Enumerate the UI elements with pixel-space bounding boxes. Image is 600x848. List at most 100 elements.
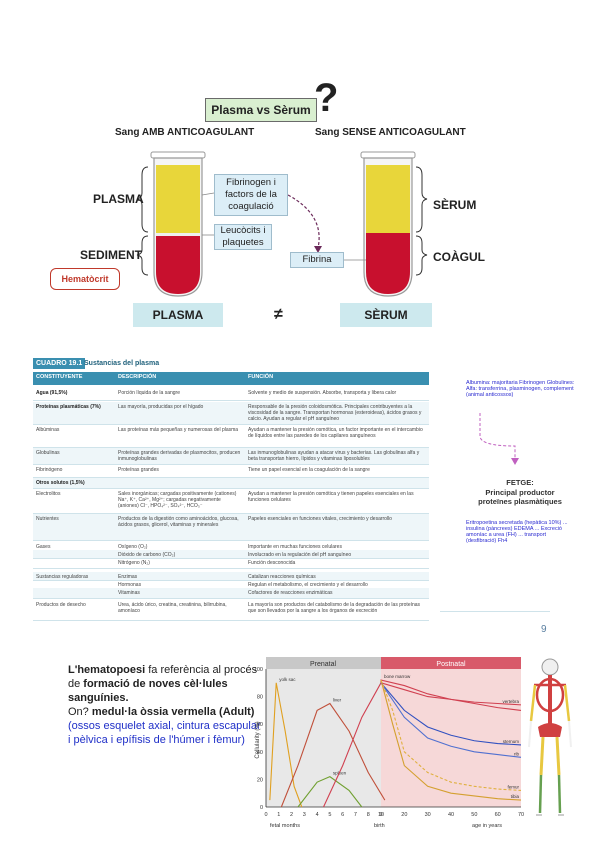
skeleton-illustration (528, 658, 572, 816)
table-row-fill (33, 550, 429, 558)
table-row-fill (33, 448, 429, 464)
table-cell-c3: Cofactores de reacciones enzimáticas (248, 590, 333, 596)
right-tube (360, 151, 416, 297)
x-tick-label: 6 (341, 812, 344, 818)
left-forearm (528, 720, 532, 748)
table-cell-c3: Tiene un papel esencial en la coagulació… (248, 467, 370, 473)
table-header-col2: DESCRIPCIÓN (118, 374, 157, 380)
series-label-sternum: sternum (503, 739, 520, 744)
conversion-arrow (287, 194, 320, 249)
table-title: Sustancias del plasma (84, 360, 160, 367)
table-header-col3: FUNCIÓN (248, 374, 274, 380)
table-cell-c3: Ayudan a mantener la presión osmótica, u… (248, 427, 423, 439)
table-row-divider (33, 580, 429, 581)
label-plasma: PLASMA (93, 192, 144, 206)
postnatal-header (381, 657, 521, 669)
table-row-divider (33, 488, 429, 489)
table-row-divider (33, 447, 429, 448)
table-cell-c2: Proteínas grandes (118, 467, 159, 473)
series-line-femur (380, 679, 522, 791)
x-label-mid: birth (374, 823, 385, 829)
fetge-label: FETGE: (506, 478, 534, 487)
x-tick-label: 4 (316, 812, 319, 818)
table-cell-c2: Oxígeno (O₂) (118, 544, 148, 550)
bottom-serum-box: SÈRUM (340, 303, 432, 327)
callout-fibrina: Fibrina (290, 252, 344, 268)
table-cell-c2: Nitrógeno (N₂) (118, 560, 150, 566)
table-row-fill (33, 514, 429, 540)
bottom-plasma-box: PLASMA (133, 303, 223, 327)
side-divider (440, 611, 550, 612)
table-cell-c2: Productos de la digestión como aminoácid… (118, 516, 239, 528)
series-label-liver: liver (333, 698, 342, 703)
x-tick-label: 10 (378, 812, 384, 818)
hematopoesi-definition: formació de noves cèl·lules sanguínies. (68, 678, 228, 704)
table-row-divider (33, 477, 429, 478)
y-tick-label: 20 (257, 777, 263, 783)
label-sediment: SEDIMENT (80, 248, 143, 262)
table-header-col1: CONSTITUYENTE (36, 374, 83, 380)
left-sediment-brace (136, 235, 149, 276)
left-tube (150, 151, 206, 297)
table-row-fill (33, 402, 429, 424)
hematopoesi-text: fa referència al procés de (68, 664, 258, 690)
x-label-right: age in years (472, 823, 502, 829)
table-cell-c3: Ayudan a mantener la presión osmótica y … (248, 491, 414, 503)
x-tick-label: 60 (495, 812, 501, 818)
series-line-sternum (380, 682, 522, 746)
label-serum: SÈRUM (433, 198, 477, 212)
x-tick-label: 70 (518, 812, 524, 818)
skull-icon (541, 658, 559, 676)
prenatal-header (266, 657, 381, 669)
table-cell-c2: Las proteínas más pequeñas y numerosas d… (118, 427, 239, 433)
question-mark-icon: ? (314, 76, 339, 120)
table-cell-c2: Vitaminas (118, 590, 140, 596)
table-cell-c3: La mayoría son productos del catabolismo… (248, 602, 421, 614)
left-tibia (538, 774, 543, 814)
y-tick-label: 100 (254, 667, 263, 673)
table-cell-c2: Dióxido de carbono (CO₂) (118, 552, 176, 558)
ribcage-shape (535, 677, 565, 713)
table-cell-c1: Proteínas plasmáticas (7%) (36, 404, 101, 410)
table-cell-c3: Involucrado en la regulación del pH sang… (248, 552, 352, 558)
side-arrow (479, 413, 519, 465)
table-cell-c2: Hormonas (118, 582, 142, 588)
right-clot-layer (366, 233, 410, 294)
table-row-fill (33, 478, 429, 488)
table-cell-c1: Fibrinógeno (36, 467, 63, 473)
table-cell-c2: Las mayoría, producidas por el hígado (118, 404, 204, 410)
pelvis-shape (538, 723, 562, 737)
table-cell-c3: Importante en muchas funciones celulares (248, 544, 342, 550)
side-note-2: Eritropoetina secretada (hepàtica 10%) .… (466, 520, 568, 544)
left-header: Sang AMB ANTICOAGULANT (115, 127, 255, 138)
hematopoesi-paragraph: L'hematopoesi fa referència al procés de… (68, 663, 264, 747)
callout-fibrinogen: Fibrinogen i factors de la coagulació (214, 174, 288, 216)
where-answer: medul·la òssia vermella (Adult) (91, 706, 255, 718)
table-cell-c1: Gases (36, 544, 51, 550)
left-plasma-brace (136, 166, 149, 233)
table-cell-c1: Albúminas (36, 427, 60, 433)
series-label-vertebra: vertebra (502, 699, 519, 704)
x-tick-label: 7 (354, 812, 357, 818)
table-cell-c3: Función desconocida (248, 560, 296, 566)
table-cell-c2: Urea, ácido úrico, creatina, creatinina,… (118, 602, 227, 614)
x-tick-label: 50 (471, 812, 477, 818)
not-equal-sign: ≠ (274, 306, 283, 323)
table-cell-c3: Responsable de la presión coloidosmótica… (248, 404, 422, 422)
table-row-divider (33, 568, 429, 569)
table-row-fill (33, 572, 429, 580)
down-arrow-icon (511, 458, 519, 465)
table-row-divider (33, 424, 429, 425)
right-femur (555, 736, 561, 776)
series-line-spleen (297, 776, 363, 808)
table-cell-c3: Las inmunoglobulinas ayudan a atacar vir… (248, 450, 420, 462)
x-tick-label: 5 (328, 812, 331, 818)
series-line-rib (380, 682, 522, 758)
right-clot-brace (415, 235, 428, 276)
series-label-bone-marrow: bone marrow (384, 674, 411, 679)
right-forearm (568, 720, 572, 748)
label-coagul: COÀGUL (433, 250, 485, 264)
series-label-femur: femur (507, 784, 519, 789)
series-line-bone-marrow (323, 679, 522, 808)
